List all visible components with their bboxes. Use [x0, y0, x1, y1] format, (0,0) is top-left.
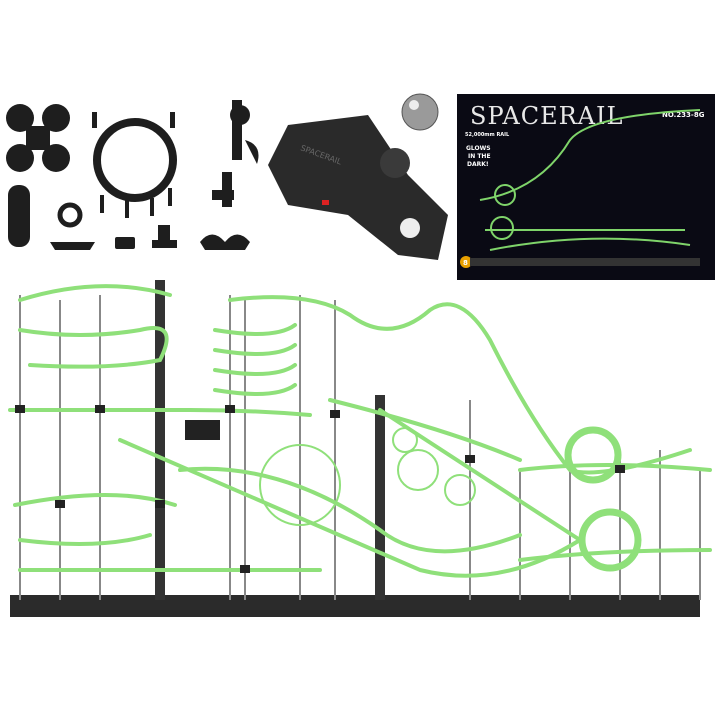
level-badge: 8 [463, 259, 468, 267]
product-box: SPACERAIL NO.233-8G 52,000mm RAIL GLOWS … [457, 94, 715, 280]
glow-text-1: GLOWS [466, 145, 491, 152]
steel-ball [401, 93, 439, 131]
glow-text-2: IN THE [468, 153, 491, 160]
support-poles [19, 295, 701, 600]
cross-connector [6, 104, 70, 172]
box-brand: SPACERAIL [470, 102, 623, 130]
small-parts [8, 172, 250, 250]
parts-group: SPACERAIL [6, 93, 448, 260]
glow-text-3: DARK! [467, 161, 489, 168]
box-model: NO.233-8G [662, 111, 705, 119]
clips [15, 405, 625, 573]
pole-clip [230, 100, 259, 164]
lift-towers [155, 280, 385, 600]
marble-coaster [8, 280, 712, 617]
box-rail-length: 52,000mm RAIL [465, 132, 510, 138]
loops [259, 426, 642, 572]
lift-controller: SPACERAIL [268, 115, 448, 260]
base-plates [10, 595, 700, 617]
ring-holder [92, 112, 177, 218]
